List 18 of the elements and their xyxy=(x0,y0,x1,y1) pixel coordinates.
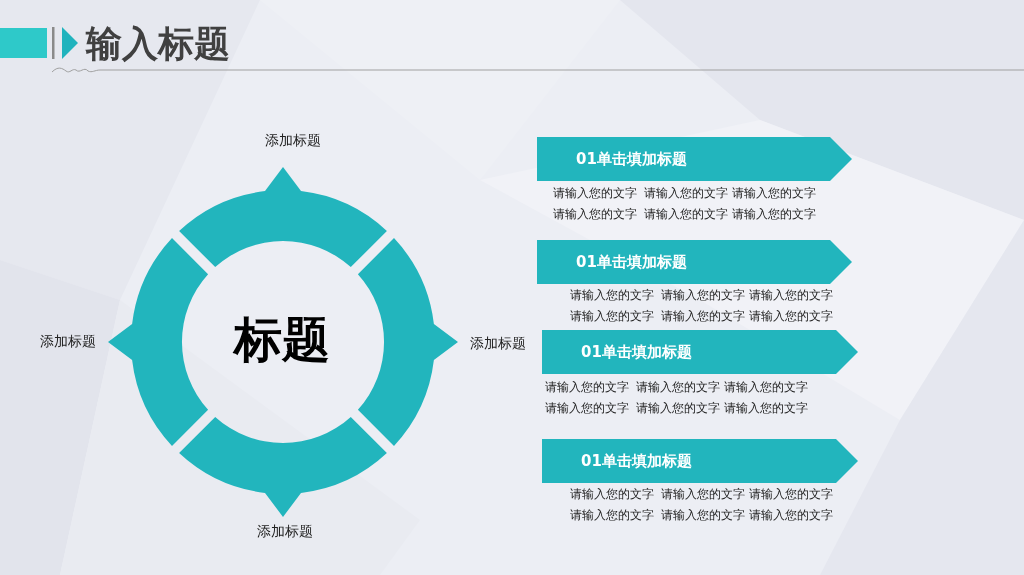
body-text: 请输入您的文字 请输入您的文字 请输入您的文字 xyxy=(553,206,816,223)
body-text: 请输入您的文字 请输入您的文字 请输入您的文字 xyxy=(570,308,833,325)
body-text: 请输入您的文字 请输入您的文字 请输入您的文字 xyxy=(545,400,808,417)
body-text: 请输入您的文字 请输入您的文字 请输入您的文字 xyxy=(545,379,808,396)
ring-label: 添加标题 xyxy=(470,335,526,353)
arrow-banner: 01单击填加标题 xyxy=(542,439,858,483)
body-text: 请输入您的文字 请输入您的文字 请输入您的文字 xyxy=(553,185,816,202)
arrow-banner: 01单击填加标题 xyxy=(542,330,858,374)
body-text: 请输入您的文字 请输入您的文字 请输入您的文字 xyxy=(570,507,833,524)
ring-label: 添加标题 xyxy=(257,523,313,541)
ring-label: 添加标题 xyxy=(265,132,321,150)
body-text: 请输入您的文字 请输入您的文字 请输入您的文字 xyxy=(570,287,833,304)
body-text: 请输入您的文字 请输入您的文字 请输入您的文字 xyxy=(570,486,833,503)
arrow-banner: 01单击填加标题 xyxy=(537,137,852,181)
ring-label: 添加标题 xyxy=(40,333,96,351)
page-title: 输入标题 xyxy=(86,22,230,66)
center-title: 标题 xyxy=(234,310,330,369)
arrow-banner: 01单击填加标题 xyxy=(537,240,852,284)
